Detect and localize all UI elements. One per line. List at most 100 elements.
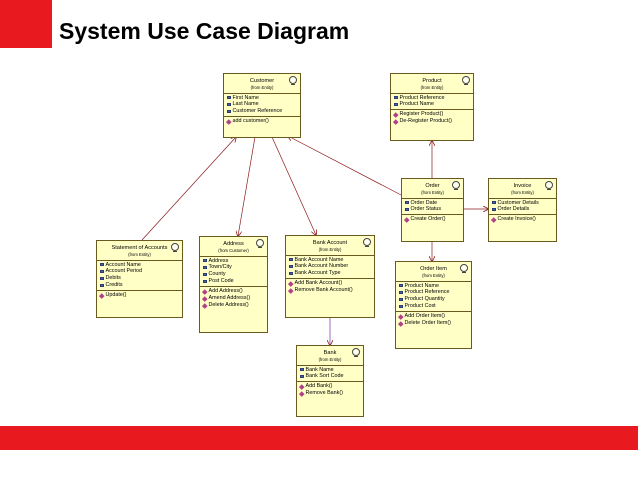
attribute-icon	[492, 208, 496, 212]
operation-row: Create Order()	[404, 216, 460, 223]
class-name: Statement of Accounts	[111, 245, 168, 251]
attribute-icon	[100, 270, 104, 274]
class-customer: Customer(from Entity) First Name Last Na…	[223, 73, 301, 138]
attribute-row: Address	[203, 258, 264, 265]
attribute-icon	[394, 103, 398, 107]
connector-customer-bankaccount	[271, 136, 316, 235]
operation-row: Add Address()	[202, 288, 264, 295]
class-bank-account: Bank Account(from Entity) Bank Account N…	[285, 235, 375, 318]
entity-icon	[363, 238, 371, 247]
operation-row: Add Order Item()	[398, 313, 468, 320]
operation-row: Amend Address()	[202, 295, 264, 302]
class-stereotype: (from Entity)	[511, 190, 534, 195]
operation-icon	[299, 384, 305, 390]
class-stereotype: (from Entity)	[420, 85, 444, 90]
attribute-icon	[203, 259, 207, 263]
class-address: Address(from Customer) Address Town/City…	[199, 236, 268, 333]
attribute-icon	[399, 305, 403, 309]
attribute-row: Product Name	[399, 283, 468, 290]
class-name: Address	[223, 241, 244, 247]
attribute-row: Customer Details	[492, 200, 553, 207]
class-stereotype: (from Entity)	[421, 190, 444, 195]
entity-icon	[460, 264, 468, 273]
operation-row: add customer()	[226, 118, 297, 125]
attribute-icon	[100, 284, 104, 288]
entity-icon	[289, 76, 297, 85]
class-stereotype: (from Entity)	[250, 85, 274, 90]
class-bank: Bank(from Entity) Bank Name Bank Sort Co…	[296, 345, 364, 417]
attribute-row: Town/City	[203, 264, 264, 271]
attribute-row: County	[203, 271, 264, 278]
connector-statement-customer	[141, 137, 236, 241]
attribute-icon	[399, 284, 403, 288]
class-name: Order Item	[420, 266, 447, 272]
operation-row: Register Product()	[393, 111, 470, 118]
attribute-icon	[492, 201, 496, 205]
footer-accent-bar	[0, 426, 638, 450]
class-statement-of-accounts: Statement of Accounts(from Entity) Accou…	[96, 240, 183, 318]
operation-icon	[398, 321, 404, 326]
operation-row: Add Bank Account()	[288, 280, 371, 287]
entity-icon	[352, 348, 360, 357]
attribute-row: Customer Reference	[227, 108, 297, 115]
attribute-icon	[289, 272, 293, 276]
attribute-row: Order Status	[405, 206, 460, 213]
class-product: Product(from Entity) Product Reference P…	[390, 73, 474, 141]
operation-icon	[202, 296, 208, 301]
class-order-item: Order Item(from Entity) Product Name Pro…	[395, 261, 472, 349]
attribute-icon	[100, 277, 104, 281]
attribute-icon	[227, 96, 231, 100]
operation-row: Update()	[99, 292, 179, 299]
attribute-row: Product Reference	[394, 95, 470, 102]
attribute-row: Product Quantity	[399, 296, 468, 303]
operation-icon	[99, 293, 105, 299]
attribute-row: Bank Sort Code	[300, 373, 360, 380]
attribute-icon	[289, 258, 293, 262]
attribute-icon	[227, 103, 231, 107]
class-name: Product	[422, 78, 442, 84]
attribute-row: Product Reference	[399, 289, 468, 296]
attribute-row: Credits	[100, 282, 179, 289]
attribute-icon	[405, 208, 409, 212]
class-stereotype: (from Entity)	[128, 252, 151, 257]
entity-icon	[171, 243, 179, 252]
class-invoice: Invoice(from Entity) Customer Details Or…	[488, 178, 557, 242]
operation-icon	[202, 302, 208, 308]
class-name: Invoice	[513, 183, 532, 189]
operation-row: Delete Order Item()	[398, 320, 468, 327]
operation-icon	[288, 281, 294, 287]
operation-icon	[299, 391, 305, 397]
attribute-row: Bank Account Number	[289, 263, 371, 270]
attribute-icon	[203, 273, 207, 277]
attribute-row: Last Name	[227, 101, 297, 108]
attribute-icon	[203, 280, 207, 284]
attribute-icon	[100, 263, 104, 267]
operation-icon	[393, 119, 399, 125]
slide-title: System Use Case Diagram	[59, 18, 350, 44]
attribute-row: Account Name	[100, 262, 179, 269]
class-name: Customer	[249, 78, 275, 84]
attribute-icon	[399, 298, 403, 302]
entity-icon	[545, 181, 553, 190]
operation-icon	[404, 217, 410, 223]
attribute-row: Bank Name	[300, 367, 360, 374]
attribute-icon	[394, 96, 398, 100]
attribute-icon	[300, 368, 304, 372]
operation-row: Create Invoice()	[491, 216, 553, 223]
entity-icon	[256, 239, 264, 248]
class-order: Order(from Entity) Order Date Order Stat…	[401, 178, 464, 242]
attribute-row: Account Period	[100, 268, 179, 275]
class-stereotype: (from Entity)	[318, 247, 342, 252]
connector-order-customer	[288, 136, 404, 197]
operation-icon	[202, 289, 208, 295]
attribute-icon	[399, 291, 403, 295]
class-stereotype: (from Customer)	[218, 248, 249, 253]
class-stereotype: (from Entity)	[422, 273, 445, 278]
operation-icon	[226, 119, 232, 125]
operation-icon	[288, 288, 294, 294]
class-name: Order	[425, 183, 440, 189]
attribute-row: Product Name	[394, 101, 470, 108]
operation-icon	[393, 112, 399, 118]
operation-icon	[491, 217, 497, 223]
